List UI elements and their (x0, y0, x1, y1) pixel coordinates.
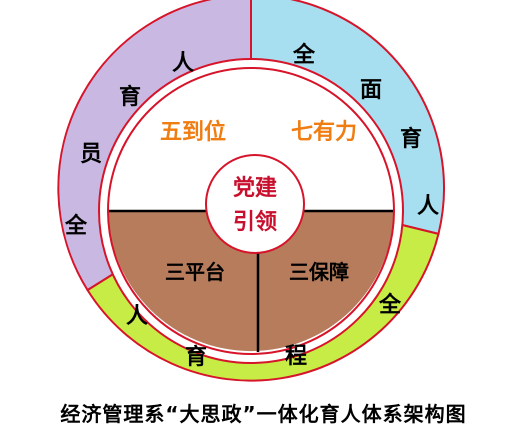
architecture-diagram: 党建 引领 五到位 七有力 三平台 三保障 全 员 育 人 全 面 育 人 人 … (57, 0, 445, 382)
diagram-caption: 经济管理系“大思政”一体化育人体系架构图 (60, 402, 467, 426)
ring-char: 人 (417, 194, 439, 219)
section-label-lower-right: 三保障 (289, 260, 349, 284)
center-label-line1: 党建 (233, 176, 277, 201)
inner-circle-outline (107, 67, 395, 355)
ring-char: 面 (360, 78, 382, 103)
ring-char: 全 (64, 213, 88, 239)
section-label-lower-left: 三平台 (165, 260, 225, 284)
ring-char: 育 (119, 84, 141, 110)
ring-char: 育 (185, 344, 207, 370)
section-label-upper-left: 五到位 (160, 119, 226, 145)
center-label-line2: 引领 (233, 209, 277, 235)
ring-char: 全 (378, 292, 402, 318)
ring-char: 全 (292, 42, 316, 68)
ring-char: 人 (172, 51, 194, 76)
section-label-upper-right: 七有力 (291, 119, 357, 145)
ring-char: 程 (285, 344, 307, 369)
center-circle (205, 154, 305, 254)
ring-char: 育 (400, 126, 422, 152)
inner-circle-lower (108, 211, 394, 352)
ring-char: 员 (80, 142, 102, 167)
ring-char: 人 (126, 304, 148, 329)
